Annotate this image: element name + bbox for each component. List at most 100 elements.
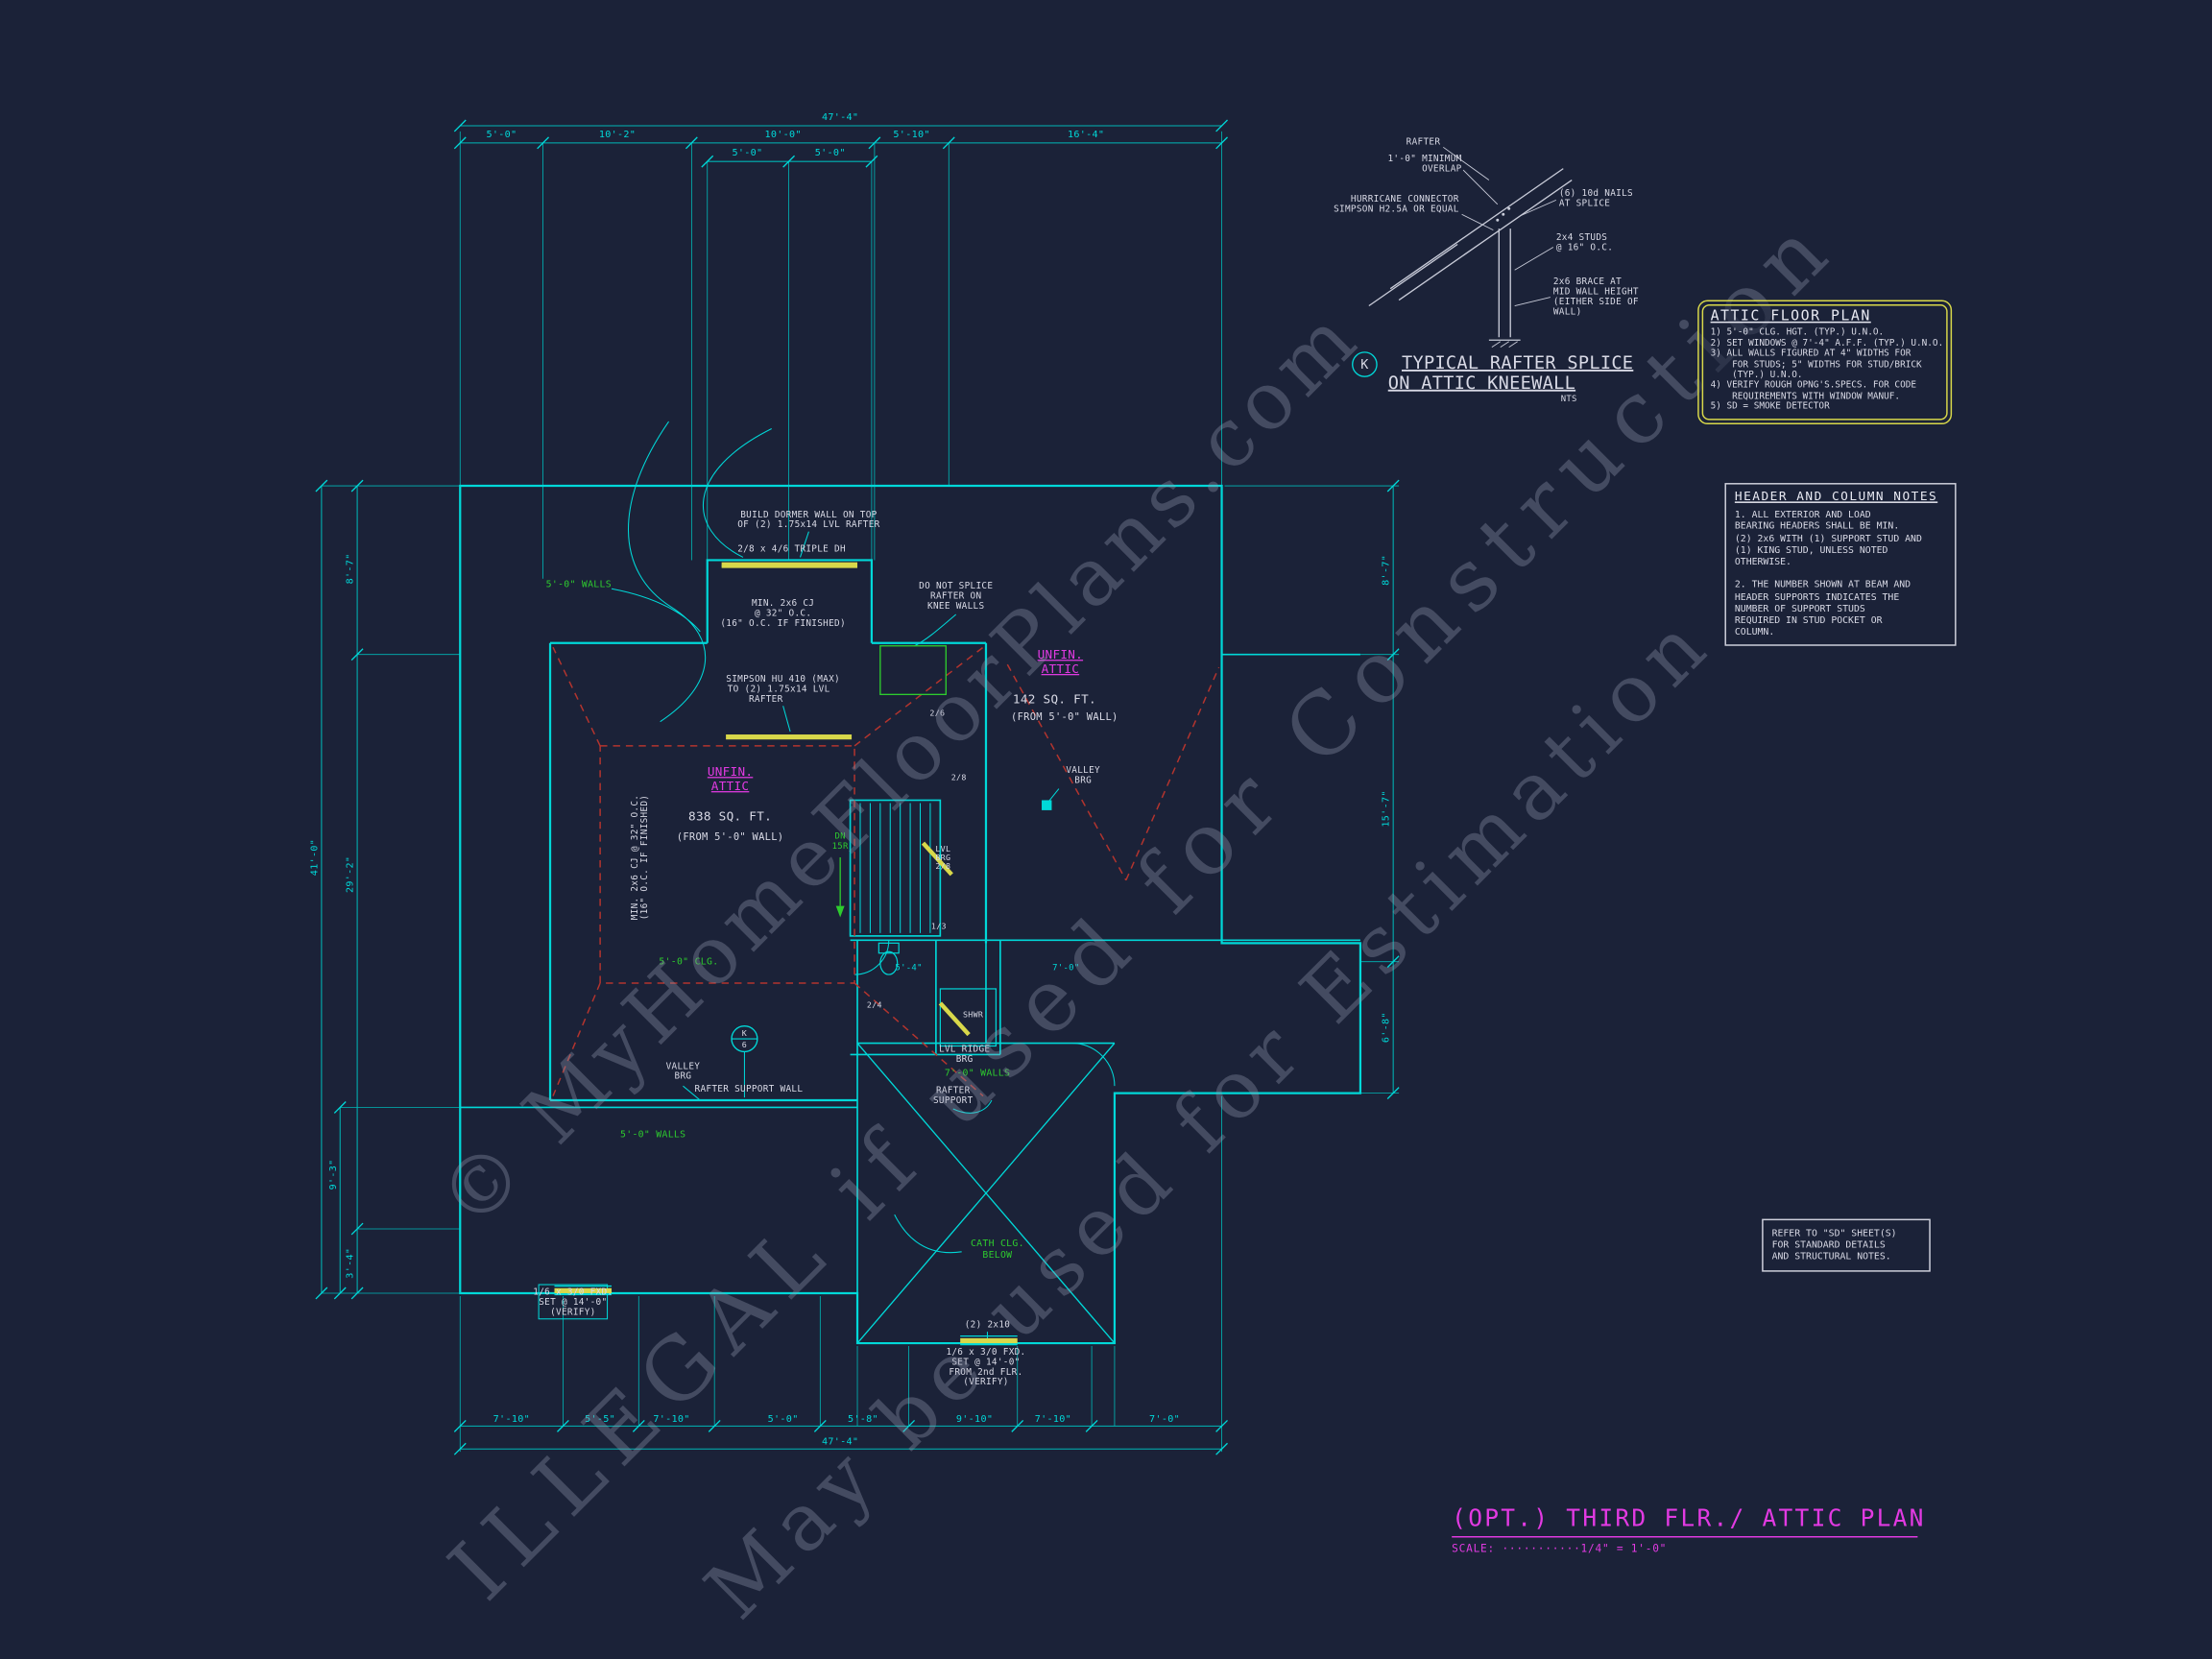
plan-label: 5'-4": [895, 964, 922, 974]
dimension-label: 5'-0": [815, 148, 846, 158]
note-line: REQUIREMENTS WITH WINDOW MANUF.: [1710, 391, 1901, 401]
shower: [939, 988, 997, 1047]
note-line: 5) SD = SMOKE DETECTOR: [1710, 401, 1830, 413]
plan-label: (FROM 5'-0" WALL): [1011, 711, 1118, 723]
note-line: 2. THE NUMBER SHOWN AT BEAM AND: [1734, 579, 1911, 591]
plan-label: DN: [834, 832, 845, 842]
plan-label: 838 SQ. FT.: [688, 808, 772, 823]
plan-label: BELOW: [982, 1250, 1012, 1261]
dimension-labels: 47'-4"5'-0"10'-2"10'-0"5'-10"16'-4"5'-0"…: [309, 112, 1391, 1448]
plan-label: SIMPSON HU 410 (MAX): [726, 674, 840, 685]
note-line: 3) ALL WALLS FIGURED AT 4" WIDTHS FOR: [1710, 349, 1911, 359]
note-line: 1) 5'-0" CLG. HGT. (TYP.) U.N.O.: [1710, 327, 1885, 338]
dimension-label: 7'-0": [1149, 1414, 1180, 1425]
title-block: (OPT.) THIRD FLR./ ATTIC PLAN SCALE: ···…: [1452, 1504, 1923, 1555]
dimension-label: 5'-0": [732, 148, 762, 158]
interior-walls: [460, 653, 1360, 1344]
note-line: [1735, 567, 1946, 579]
note-line: COLUMN.: [1734, 626, 1775, 638]
plan-label: (VERIFY): [963, 1377, 1008, 1387]
plan-label: FROM 2nd FLR.: [949, 1367, 1022, 1378]
plan-label: 1/3: [931, 921, 947, 930]
window-header-left: [554, 1287, 613, 1293]
note-line: 4) VERIFY ROUGH OPNG'S.SPECS. FOR CODE: [1710, 380, 1916, 391]
plan-label: MIN. 2x6 CJ: [752, 598, 814, 609]
window-frames: [554, 1285, 1018, 1346]
exterior-wall-outline: [459, 484, 1362, 1345]
plan-label: LVL RIDGE: [939, 1044, 990, 1054]
plan-label: VALLEY: [1066, 765, 1100, 776]
note-line: (1) KING STUD, UNLESS NOTED: [1734, 543, 1888, 556]
dimension-label: 7'-10": [653, 1414, 689, 1425]
dimension-label: 29'-2": [346, 856, 356, 893]
dimension-label: 10'-2": [599, 130, 636, 140]
stair-treads: [859, 803, 931, 933]
attic-chase: [879, 645, 947, 696]
plan-label: ON ATTIC KNEEWALL: [1388, 373, 1575, 394]
roof-valley-lines: [552, 646, 1220, 1097]
plan-label: 1/6 x 3/0 FXD.: [946, 1347, 1025, 1358]
note-line: OTHERWISE.: [1734, 555, 1791, 567]
plan-label: (2) 2x10: [965, 1320, 1011, 1331]
plan-label: K: [742, 1028, 747, 1038]
dimension-label: 47'-4": [822, 112, 858, 123]
plan-label: 2/4: [867, 999, 882, 1009]
attic-floor-plan-notes-box: ATTIC FLOOR PLAN 1) 5'-0" CLG. HGT. (TYP…: [1697, 300, 1953, 424]
attic-core-walls: [548, 641, 988, 1102]
plan-label: SET @ 14'-0": [539, 1297, 607, 1308]
dimension-lines: [315, 119, 1400, 1455]
plan-label: 2/8: [951, 773, 967, 782]
note-line: 2) SET WINDOWS @ 7'-4" A.F.F. (TYP.) U.N…: [1710, 338, 1944, 349]
plan-label: 1/6 x 3/0 FXD.: [533, 1286, 613, 1297]
cathedral-ceiling-x: [856, 1043, 1116, 1344]
refer-sd-note-box: REFER TO "SD" SHEET(S)FOR STANDARD DETAI…: [1762, 1218, 1931, 1272]
note-line: (2) 2x6 WITH (1) SUPPORT STUD AND: [1734, 532, 1922, 544]
walls: [459, 351, 1378, 1346]
plan-label: RAFTER: [936, 1086, 971, 1096]
plan-label: 5'-0" WALLS: [620, 1130, 685, 1141]
dimension-label: 5'-0": [486, 130, 517, 140]
dimension-label: 15'-7": [1382, 790, 1392, 827]
header-column-notes-box: HEADER AND COLUMN NOTES 1. ALL EXTERIOR …: [1724, 483, 1957, 647]
note-line: NUMBER OF SUPPORT STUDS: [1734, 602, 1865, 614]
plan-label: VALLEY: [666, 1061, 701, 1071]
plan-label: K: [1360, 358, 1368, 373]
plan-label: (VERIFY): [550, 1307, 595, 1317]
plan-label: OVERLAP: [1422, 164, 1462, 175]
plan-label: OF (2) 1.75x14 LVL RAFTER: [737, 519, 879, 530]
plan-label: NTS: [1561, 395, 1577, 404]
note-line: BEARING HEADERS SHALL BE MIN.: [1734, 520, 1900, 533]
header-notes-title: HEADER AND COLUMN NOTES: [1734, 490, 1938, 505]
dimension-label: 7'-10": [493, 1414, 530, 1425]
plan-label: (6) 10d NAILS: [1559, 188, 1633, 199]
note-line: HEADER SUPPORTS INDICATES THE: [1734, 590, 1900, 603]
dimension-label: 5'-5": [585, 1414, 615, 1425]
sheet-scale: SCALE: ···········1/4" = 1'-0": [1452, 1541, 1668, 1555]
note-line: REFER TO "SD" SHEET(S): [1771, 1227, 1897, 1239]
attic-notes-lines: 1) 5'-0" CLG. HGT. (TYP.) U.N.O.2) SET W…: [1710, 327, 1944, 413]
lvl-beam: [726, 734, 853, 740]
leader-lines: [611, 421, 1060, 1339]
green-elements: [835, 645, 947, 918]
plan-label: BUILD DORMER WALL ON TOP: [740, 510, 877, 520]
plan-label: BRG: [935, 853, 950, 862]
dimension-ticks: [315, 119, 1400, 1455]
note-line: 1. ALL EXTERIOR AND LOAD: [1734, 509, 1871, 521]
detail-bubble-k: [1352, 351, 1378, 377]
plan-label: 15R: [832, 842, 849, 852]
valley-brg-marker: [1042, 800, 1052, 810]
dimension-label: 8'-7": [346, 553, 356, 584]
plan-label: SUPPORT: [933, 1095, 974, 1106]
dormer-window-header: [721, 562, 858, 568]
plan-label: BRG: [675, 1071, 692, 1082]
plan-label: LVL: [935, 844, 950, 854]
plan-label: 2x4 STUDS: [1556, 232, 1607, 243]
note-line: FOR STANDARD DETAILS: [1771, 1238, 1886, 1251]
plan-label: 142 SQ. FT.: [1013, 691, 1096, 706]
plan-label: CATH CLG.: [971, 1238, 1024, 1249]
plan-label: SIMPSON H2.5A OR EQUAL: [1334, 204, 1459, 214]
window-note-box: [538, 1284, 609, 1320]
